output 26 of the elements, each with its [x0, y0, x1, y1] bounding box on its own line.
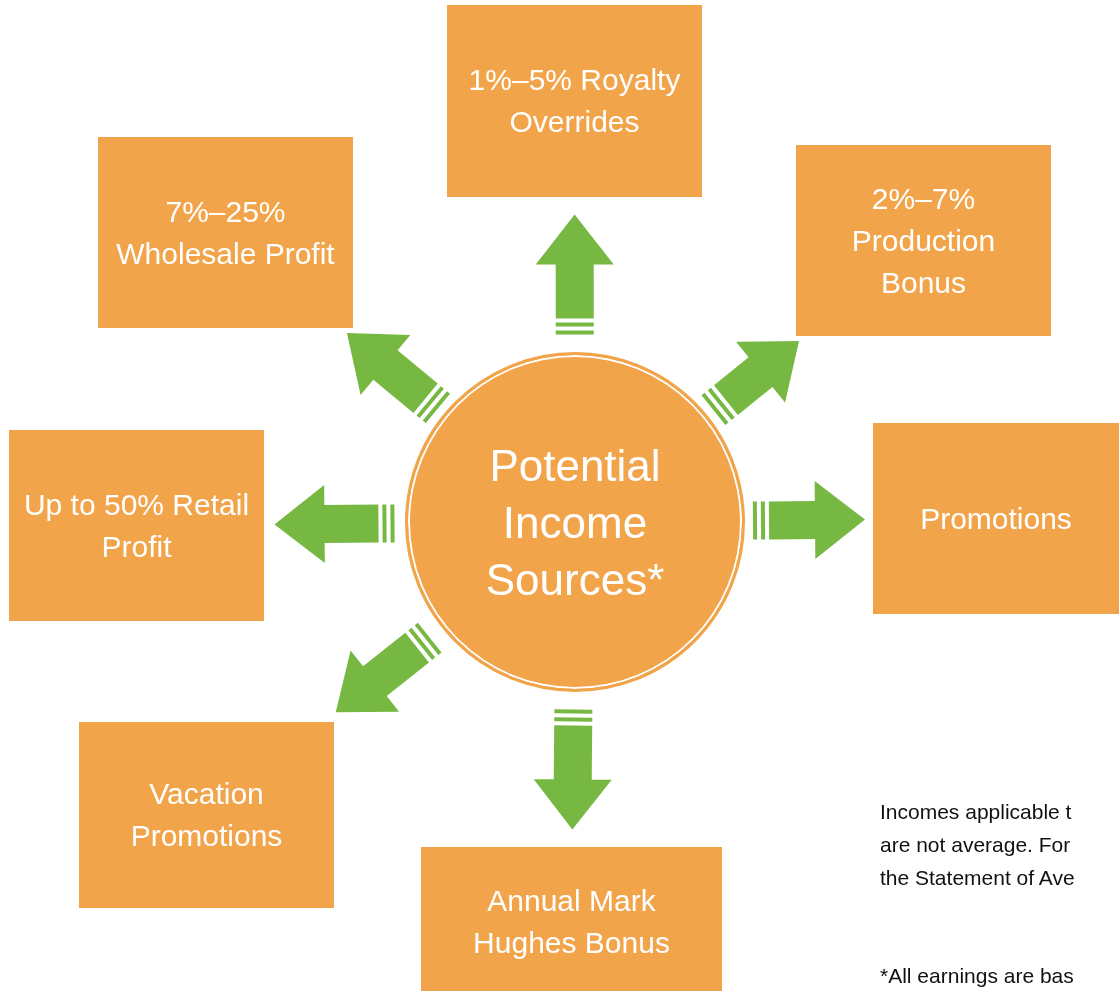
income-box — [796, 145, 1051, 336]
block-arrow — [274, 485, 395, 563]
income-box — [9, 430, 264, 621]
node-label: 7%–25% Wholesale Profit — [115, 193, 336, 272]
node-label: Annual Mark Hughes Bonus — [472, 883, 671, 961]
node-label: Promotions — [920, 500, 1072, 537]
block-arrow — [335, 622, 442, 713]
disclaimer-text: Incomes applicable t — [880, 800, 1072, 824]
block-arrow — [701, 341, 800, 425]
block-arrow — [535, 214, 614, 335]
disclaimer-text: are not average. For — [880, 833, 1071, 857]
disclaimer-text: *All earnings are bas — [880, 964, 1074, 988]
disclaimer-text: the Statement of Ave — [880, 866, 1075, 890]
node-label: Up to 50% Retail Profit — [22, 486, 251, 565]
income-box — [98, 137, 353, 328]
income-box — [873, 423, 1119, 614]
income-box — [447, 5, 702, 197]
income-box — [79, 722, 334, 908]
node-label: 1%–5% Royalty Overrides — [467, 62, 682, 140]
node-label: Vacation Promotions — [129, 776, 284, 854]
block-arrow — [752, 481, 865, 559]
node-label: Potential Income Sources* — [484, 439, 666, 606]
node-label: 2%–7% Production Bonus — [850, 180, 997, 301]
income-box — [421, 847, 722, 991]
block-arrow — [346, 333, 451, 424]
block-arrow — [533, 709, 612, 830]
